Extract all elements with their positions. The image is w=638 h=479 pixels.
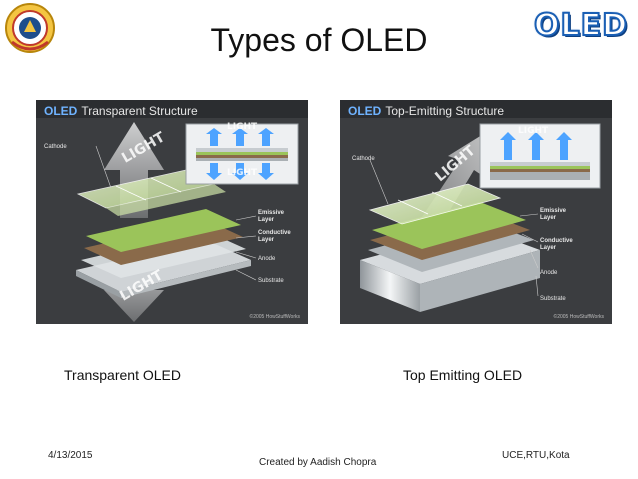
substrate-label: Substrate [540,296,566,302]
figure-header-accent: OLED [348,104,382,118]
oled-brand-logo: OLED [533,7,628,44]
figure-header-text: Transparent Structure [81,104,198,118]
anode-label: Anode [540,270,558,276]
figure-header-text: Top-Emitting Structure [385,104,505,118]
slide-title: Types of OLED [210,22,428,58]
university-seal-logo [4,2,56,54]
inset-light-label: LIGHT [227,168,258,178]
copyright-text: ©2005 HowStuffWorks [249,314,300,320]
top-emitting-oled-caption: Top Emitting OLED [403,367,523,383]
copyright-text: ©2005 HowStuffWorks [553,314,604,320]
inset-light-label: LIGHT [518,126,549,136]
figure-header-accent: OLED [44,104,78,118]
footer-date: 4/13/2015 [48,450,93,461]
footer-institution: UCE,RTU,Kota [502,450,570,461]
substrate-label: Substrate [258,278,284,284]
cathode-label: Cathode [352,156,375,162]
inset-light-label: LIGHT [227,122,258,132]
transparent-oled-caption: Transparent OLED [64,367,181,383]
anode-label: Anode [258,256,276,262]
cathode-label: Cathode [44,144,67,150]
footer-credit: Created by Aadish Chopra [259,457,377,468]
